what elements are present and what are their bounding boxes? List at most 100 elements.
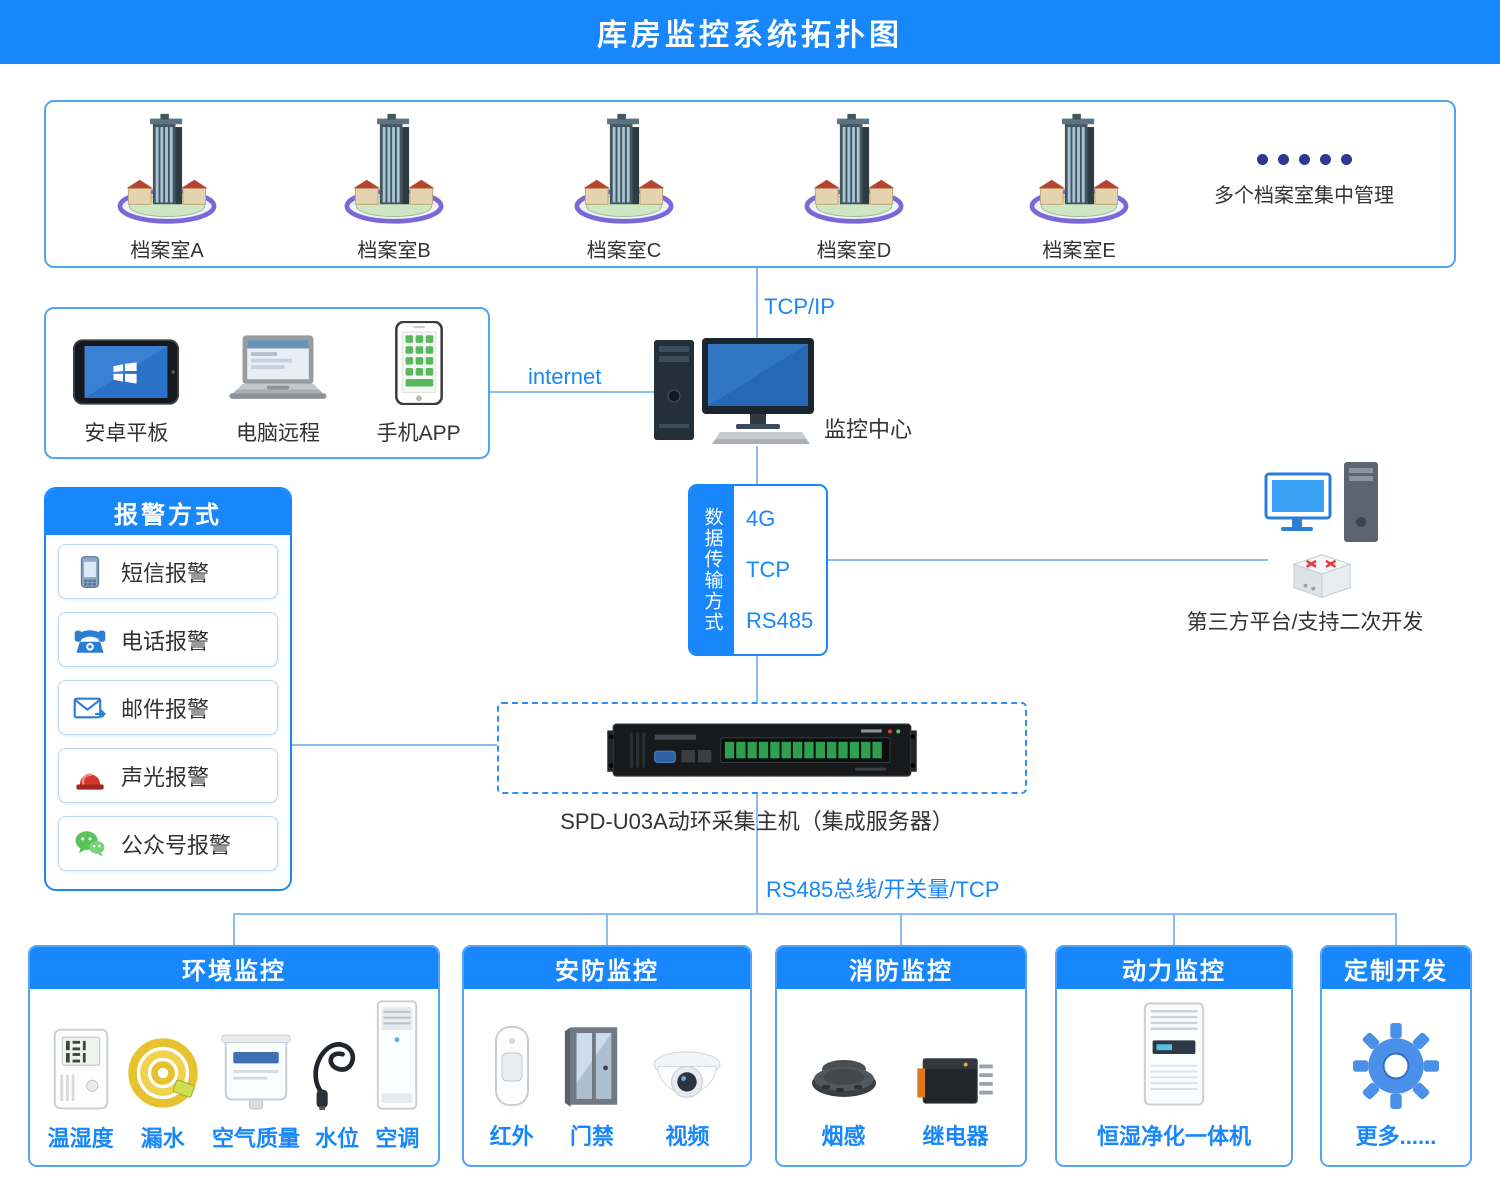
device-label: 红外 — [489, 1124, 534, 1149]
device-label: 空调 — [375, 1126, 420, 1151]
third-party-workstation — [1264, 460, 1384, 555]
transmission-modes: 4G TCP RS485 — [734, 486, 826, 654]
device-label: 更多...... — [1355, 1124, 1437, 1149]
transmission-mode: TCP — [746, 556, 790, 582]
alarm-item-phone: 电话报警 — [58, 612, 278, 667]
group-custom-title: 定制开发 — [1322, 947, 1470, 989]
connector-center-to-transmission — [756, 446, 758, 484]
archive-room-c: 档案室C — [549, 112, 699, 263]
alarm-item-wechat: 公众号报警 — [58, 816, 278, 871]
pir-sensor-icon — [490, 1025, 534, 1109]
internet-label: internet — [528, 364, 602, 389]
air-quality-sensor-icon — [220, 1031, 292, 1111]
server-dashed-box — [497, 702, 1027, 794]
group-custom: 定制开发 更多...... — [1320, 945, 1472, 1167]
client-tablet: 安卓平板 — [73, 321, 179, 447]
monitor-center — [652, 336, 817, 451]
humidity-purifier-icon — [1139, 1001, 1209, 1109]
device-label: 空气质量 — [211, 1126, 300, 1151]
device-purifier: 恒湿净化一体机 — [1097, 1001, 1251, 1157]
server-label: SPD-U03A动环采集主机（集成服务器） — [560, 809, 954, 834]
water-level-probe-icon — [311, 1031, 363, 1111]
siren-icon — [73, 759, 107, 793]
connector-alarm-to-server — [292, 744, 497, 746]
device-label: 视频 — [665, 1124, 710, 1149]
device-leak: 漏水 — [125, 1035, 201, 1159]
title-bar: 库房监控系统拓扑图 — [0, 0, 1500, 64]
transmission-mode: RS485 — [746, 607, 814, 633]
device-ac: 空调 — [374, 999, 420, 1159]
relay-icon — [915, 1051, 997, 1109]
device-camera: 视频 — [650, 1049, 724, 1157]
building-icon — [113, 112, 221, 225]
router-icon — [1288, 550, 1356, 602]
device-relay: 继电器 — [915, 1051, 997, 1157]
connector-transmission-to-thirdparty — [828, 559, 1268, 561]
archive-room-a: 档案室A — [92, 112, 242, 263]
laptop-icon — [222, 333, 334, 405]
device-label: 烟感 — [821, 1124, 866, 1149]
leak-cable-icon — [125, 1035, 201, 1111]
building-icon — [570, 112, 678, 225]
archive-room-label: 档案室B — [357, 240, 431, 262]
alarm-item-sms: 短信报警 — [58, 544, 278, 599]
connector-clients-to-center — [490, 391, 656, 393]
smoke-detector-icon — [806, 1053, 882, 1109]
alarm-item-mail: 邮件报警 — [58, 680, 278, 735]
device-water-level: 水位 — [311, 1031, 363, 1159]
client-phone: 手机APP — [377, 321, 461, 447]
workstation-icon — [1264, 460, 1384, 550]
sms-phone-icon — [73, 555, 107, 589]
group-environment-title: 环境监控 — [30, 947, 438, 989]
gear-icon — [1353, 1023, 1439, 1109]
group-fire: 消防监控 烟感 继电器 — [775, 945, 1027, 1167]
wechat-icon — [73, 827, 107, 861]
alarm-item-label: 邮件报警 — [121, 696, 210, 722]
group-security: 安防监控 红外 门禁 视频 — [462, 945, 752, 1167]
connector-transmission-to-server — [756, 656, 758, 702]
rack-server-icon — [607, 716, 917, 780]
ellipsis-dots-icon — [1139, 154, 1469, 165]
group-fire-title: 消防监控 — [777, 947, 1025, 989]
transmission-mode: 4G — [746, 506, 776, 532]
page-title: 库房监控系统拓扑图 — [597, 19, 903, 52]
monitor-center-label: 监控中心 — [824, 417, 913, 442]
drop-security — [606, 913, 608, 945]
mail-icon — [73, 691, 107, 725]
alarm-panel-title: 报警方式 — [46, 489, 290, 535]
transmission-panel: 数据传输方式 4G TCP RS485 — [688, 484, 828, 656]
building-icon — [800, 112, 908, 225]
archive-more: 多个档案室集中管理 — [1139, 154, 1469, 208]
archive-room-label: 档案室A — [130, 240, 204, 262]
dome-camera-icon — [650, 1049, 724, 1109]
archive-room-label: 档案室C — [586, 240, 662, 262]
door-access-icon — [561, 1023, 623, 1109]
temp-humidity-sensor-icon — [51, 1027, 111, 1111]
alarm-item-label: 电话报警 — [121, 628, 210, 654]
device-label: 漏水 — [140, 1126, 185, 1151]
alarm-item-label: 公众号报警 — [121, 832, 232, 858]
alarm-item-label: 短信报警 — [121, 560, 210, 586]
connector-archive-to-center — [756, 268, 758, 338]
device-pir: 红外 — [490, 1025, 534, 1157]
device-label: 水位 — [315, 1126, 360, 1151]
client-label: 电脑远程 — [235, 422, 320, 445]
drop-env — [233, 913, 235, 945]
tcp-ip-label: TCP/IP — [764, 294, 835, 319]
drop-power — [1173, 913, 1175, 945]
device-air-quality: 空气质量 — [212, 1031, 300, 1159]
desktop-pc-icon — [652, 336, 817, 446]
archive-room-label: 档案室D — [816, 240, 892, 262]
device-custom-dev: 更多...... — [1353, 1023, 1439, 1157]
alarm-item-label: 声光报警 — [121, 764, 210, 790]
drop-fire — [900, 913, 902, 945]
alarm-panel: 报警方式 短信报警 电话报警 邮件报警 声光报警 公众号报警 — [44, 487, 292, 891]
archive-more-label: 多个档案室集中管理 — [1214, 185, 1394, 207]
telephone-icon — [73, 623, 107, 657]
smartphone-icon — [392, 321, 446, 405]
group-power: 动力监控 恒湿净化一体机 — [1055, 945, 1293, 1167]
device-label: 温湿度 — [47, 1126, 114, 1151]
building-icon — [340, 112, 448, 225]
client-label: 安卓平板 — [84, 422, 169, 445]
